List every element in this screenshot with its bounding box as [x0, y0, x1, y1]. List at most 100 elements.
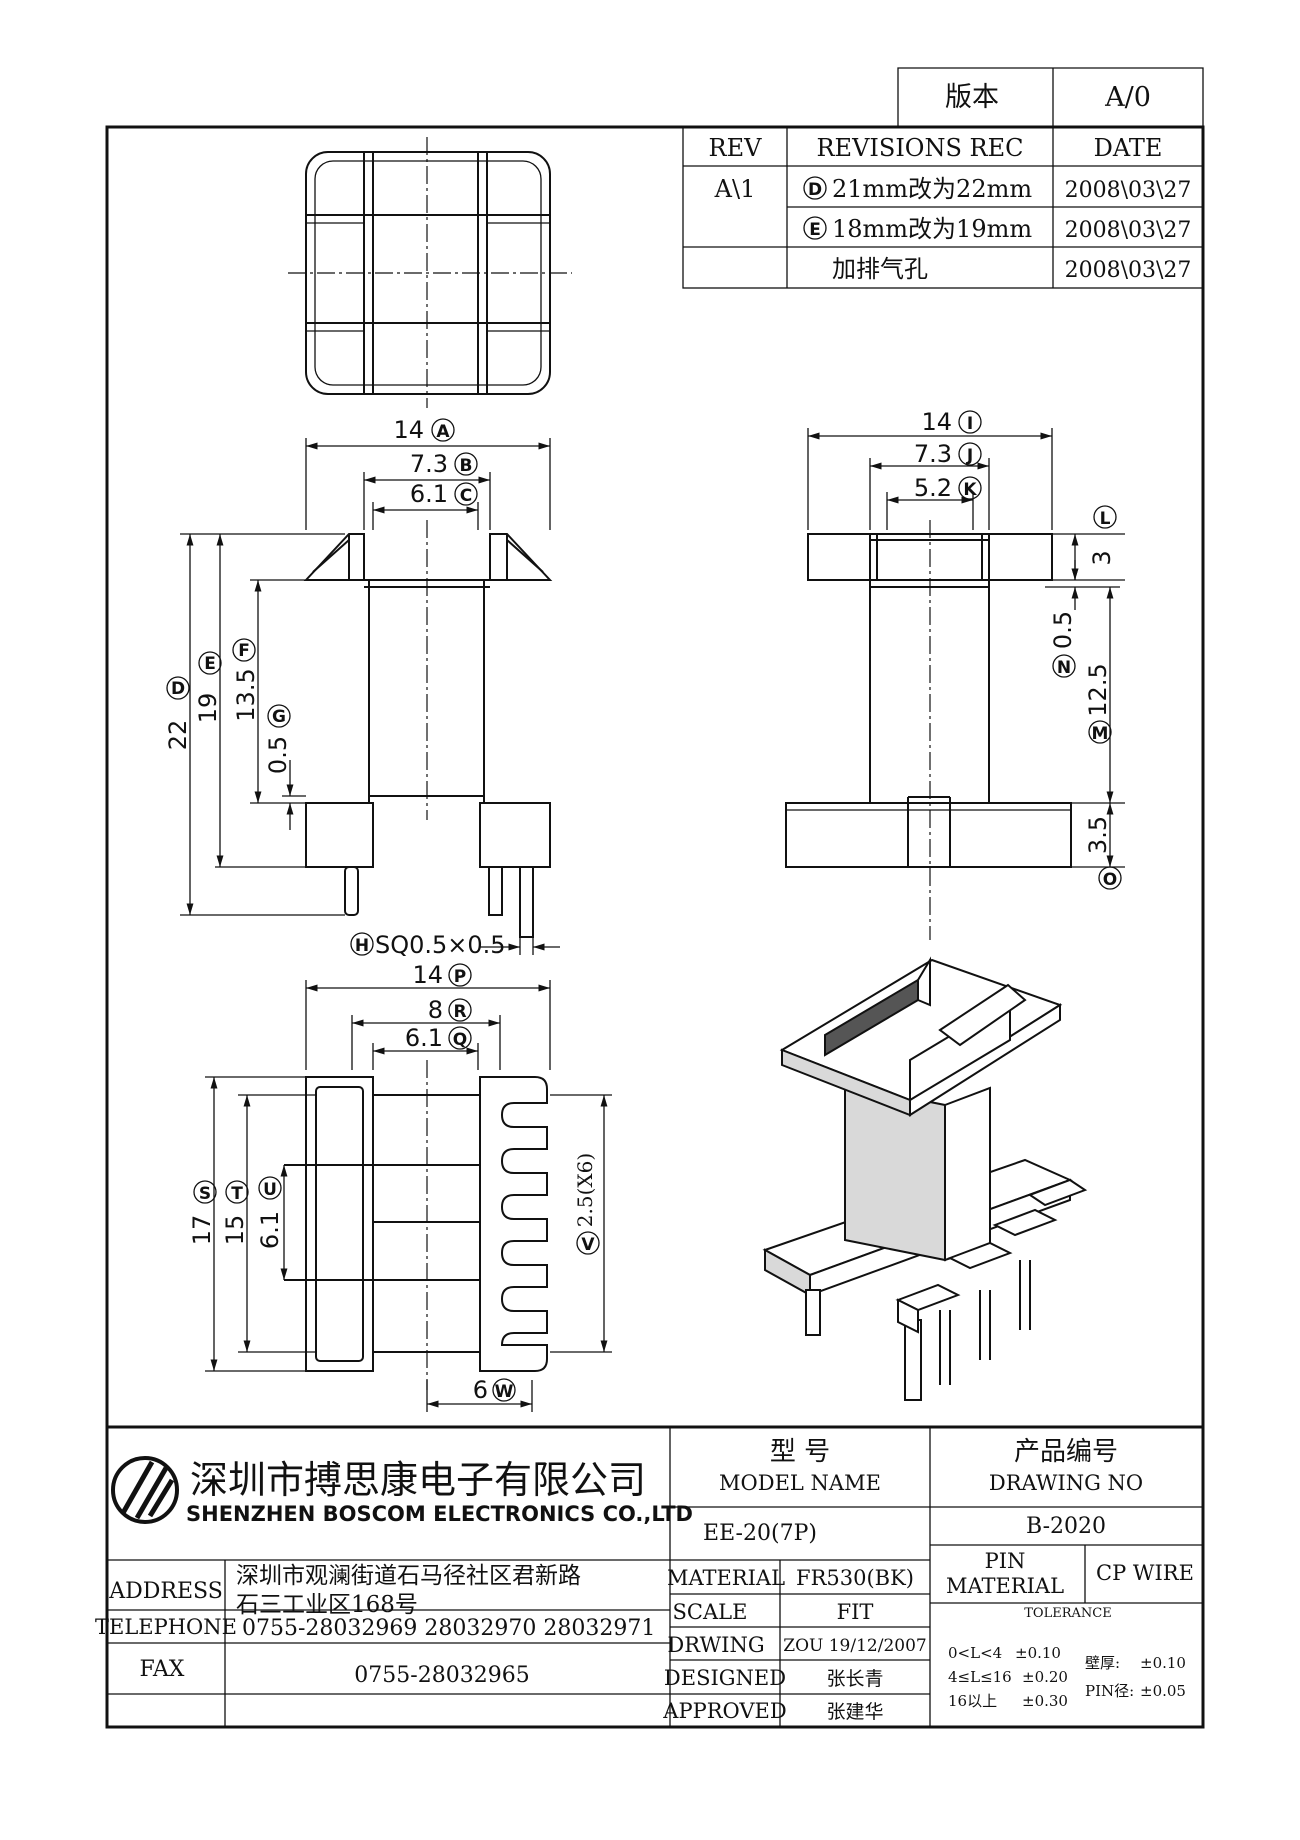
drawing-frame	[105, 125, 1205, 1729]
rev-row-3-text: 加排气孔	[832, 255, 928, 283]
model-value: EE-20(7P)	[703, 1521, 817, 1546]
dim-b-marker: B	[460, 456, 473, 476]
company-logo	[111, 1456, 179, 1524]
rev-row-1-date: 2008\03\27	[1065, 178, 1192, 203]
dim-i-value: 14	[921, 408, 952, 436]
dim-r-value: 8	[428, 996, 443, 1024]
dim-q-marker: Q	[453, 1030, 467, 1050]
dim-m-marker: M	[1092, 724, 1109, 744]
dim-l-value: 3	[1088, 550, 1116, 565]
dim-v-value: 2.5(X6)	[573, 1153, 597, 1227]
dim-p-marker: P	[454, 967, 466, 987]
revisions-header: REVISIONS REC	[816, 134, 1023, 162]
model-label-en: MODEL NAME	[719, 1471, 881, 1495]
rev-row-2-text: 18mm改为19mm	[832, 215, 1032, 243]
material-label: MATERIAL	[667, 1566, 785, 1590]
version-label: 版本	[945, 82, 999, 113]
version-box: 版本 A/0	[897, 67, 1204, 127]
dim-d-value: 22	[164, 720, 192, 751]
bottom-dimensions: 14 P 8 R 6.1 Q 17 S 15 T 6.1 U	[188, 961, 612, 1412]
pin-material-value: CP WIRE	[1096, 1561, 1194, 1585]
designed-label: DESIGNED	[664, 1666, 786, 1690]
pin-diameter-value: ±0.05	[1140, 1682, 1186, 1700]
address-label: ADDRESS	[108, 1579, 223, 1604]
address-line-2: 石三工业区168号	[236, 1592, 418, 1618]
dim-o-value: 3.5	[1084, 816, 1112, 854]
dim-k-marker: K	[963, 480, 977, 500]
pin-material-label-1: PIN	[985, 1549, 1026, 1573]
dim-l-marker: L	[1100, 509, 1111, 529]
telephone-value: 0755-28032969 28032970 28032971	[242, 1616, 655, 1641]
dim-o-marker: O	[1103, 870, 1117, 890]
dim-j-value: 7.3	[914, 440, 952, 468]
rev-row-1-text: 21mm改为22mm	[832, 175, 1032, 203]
dim-e-marker: E	[204, 654, 216, 674]
rev-row-2-marker: E	[809, 220, 821, 240]
drawing-by-label: DRWING	[667, 1633, 764, 1657]
rev-row-1-marker: D	[808, 180, 822, 200]
rev-id: A\1	[714, 175, 756, 203]
dim-k-value: 5.2	[914, 474, 952, 502]
drawing-no-label-cn: 产品编号	[1014, 1437, 1118, 1467]
dim-q-value: 6.1	[405, 1024, 443, 1052]
pin-diameter-label: PIN径:	[1085, 1682, 1134, 1700]
dim-h-marker: H	[355, 936, 369, 956]
top-view	[288, 137, 572, 408]
scale-label: SCALE	[673, 1600, 748, 1624]
wall-thickness-label: 壁厚:	[1085, 1654, 1120, 1672]
material-value: FR530(BK)	[796, 1566, 914, 1590]
dim-u-value: 6.1	[256, 1211, 284, 1249]
dim-f-value: 13.5	[232, 668, 260, 721]
bottom-view	[284, 1060, 548, 1390]
dim-g-value: 0.5	[264, 736, 292, 774]
dim-w-value: 6	[473, 1376, 488, 1404]
pin-material-label-2: MATERIAL	[946, 1574, 1064, 1598]
tol-value-3: ±0.30	[1022, 1692, 1068, 1710]
fax-label: FAX	[140, 1657, 185, 1682]
dim-p-value: 14	[412, 961, 443, 989]
wall-thickness-value: ±0.10	[1140, 1654, 1186, 1672]
dim-r-marker: R	[453, 1002, 466, 1022]
rev-row-3-date: 2008\03\27	[1065, 258, 1192, 283]
tol-range-2: 4≤L≤16	[948, 1668, 1012, 1686]
dim-s-marker: S	[199, 1184, 211, 1204]
dim-b-value: 7.3	[410, 450, 448, 478]
designed-value: 张长青	[826, 1668, 883, 1690]
dim-w-marker: W	[495, 1382, 514, 1402]
drawing-no-value: B-2020	[1026, 1514, 1106, 1539]
dim-g-marker: G	[272, 707, 286, 727]
dim-t-marker: T	[231, 1184, 243, 1204]
dim-c-value: 6.1	[410, 480, 448, 508]
drawing-by-value: ZOU 19/12/2007	[783, 1636, 926, 1656]
front-view	[303, 520, 553, 938]
rev-row-2-date: 2008\03\27	[1065, 218, 1192, 243]
front-dimensions: 14 A 7.3 B 6.1 C 22 D 19 E 13.5 F	[164, 416, 560, 959]
dim-e-value: 19	[194, 693, 222, 724]
dim-v-marker: V	[581, 1235, 595, 1255]
dim-d-marker: D	[171, 679, 185, 699]
tolerance-label: TOLERANCE	[1024, 1606, 1111, 1621]
dim-a-marker: A	[436, 422, 450, 442]
approved-label: APPROVED	[662, 1699, 786, 1723]
dim-t-value: 15	[221, 1215, 249, 1246]
dim-f-marker: F	[238, 641, 250, 661]
telephone-label: TELEPHONE	[95, 1615, 237, 1639]
model-label-cn: 型 号	[770, 1437, 830, 1467]
tol-range-3: 16以上	[948, 1692, 997, 1710]
fax-value: 0755-28032965	[354, 1663, 529, 1688]
tol-range-1: 0<L<4	[948, 1644, 1002, 1662]
dim-u-marker: U	[263, 1180, 277, 1200]
date-header: DATE	[1094, 134, 1163, 162]
dim-n-marker: N	[1057, 658, 1071, 678]
tol-value-1: ±0.10	[1015, 1644, 1061, 1662]
revision-table: REV REVISIONS REC DATE A\1 D 21mm改为22mm …	[682, 126, 1204, 289]
dim-a-value: 14	[393, 416, 424, 444]
company-name-cn: 深圳市搏思康电子有限公司	[190, 1458, 646, 1502]
dim-s-value: 17	[188, 1215, 216, 1246]
rev-header: REV	[709, 134, 763, 162]
dim-j-marker: J	[966, 446, 973, 466]
side-dimensions: 14 I 7.3 J 5.2 K 3 L 0.5 N 12.5 M	[807, 408, 1125, 890]
approved-value: 张建华	[826, 1701, 883, 1723]
side-view	[785, 520, 1072, 940]
